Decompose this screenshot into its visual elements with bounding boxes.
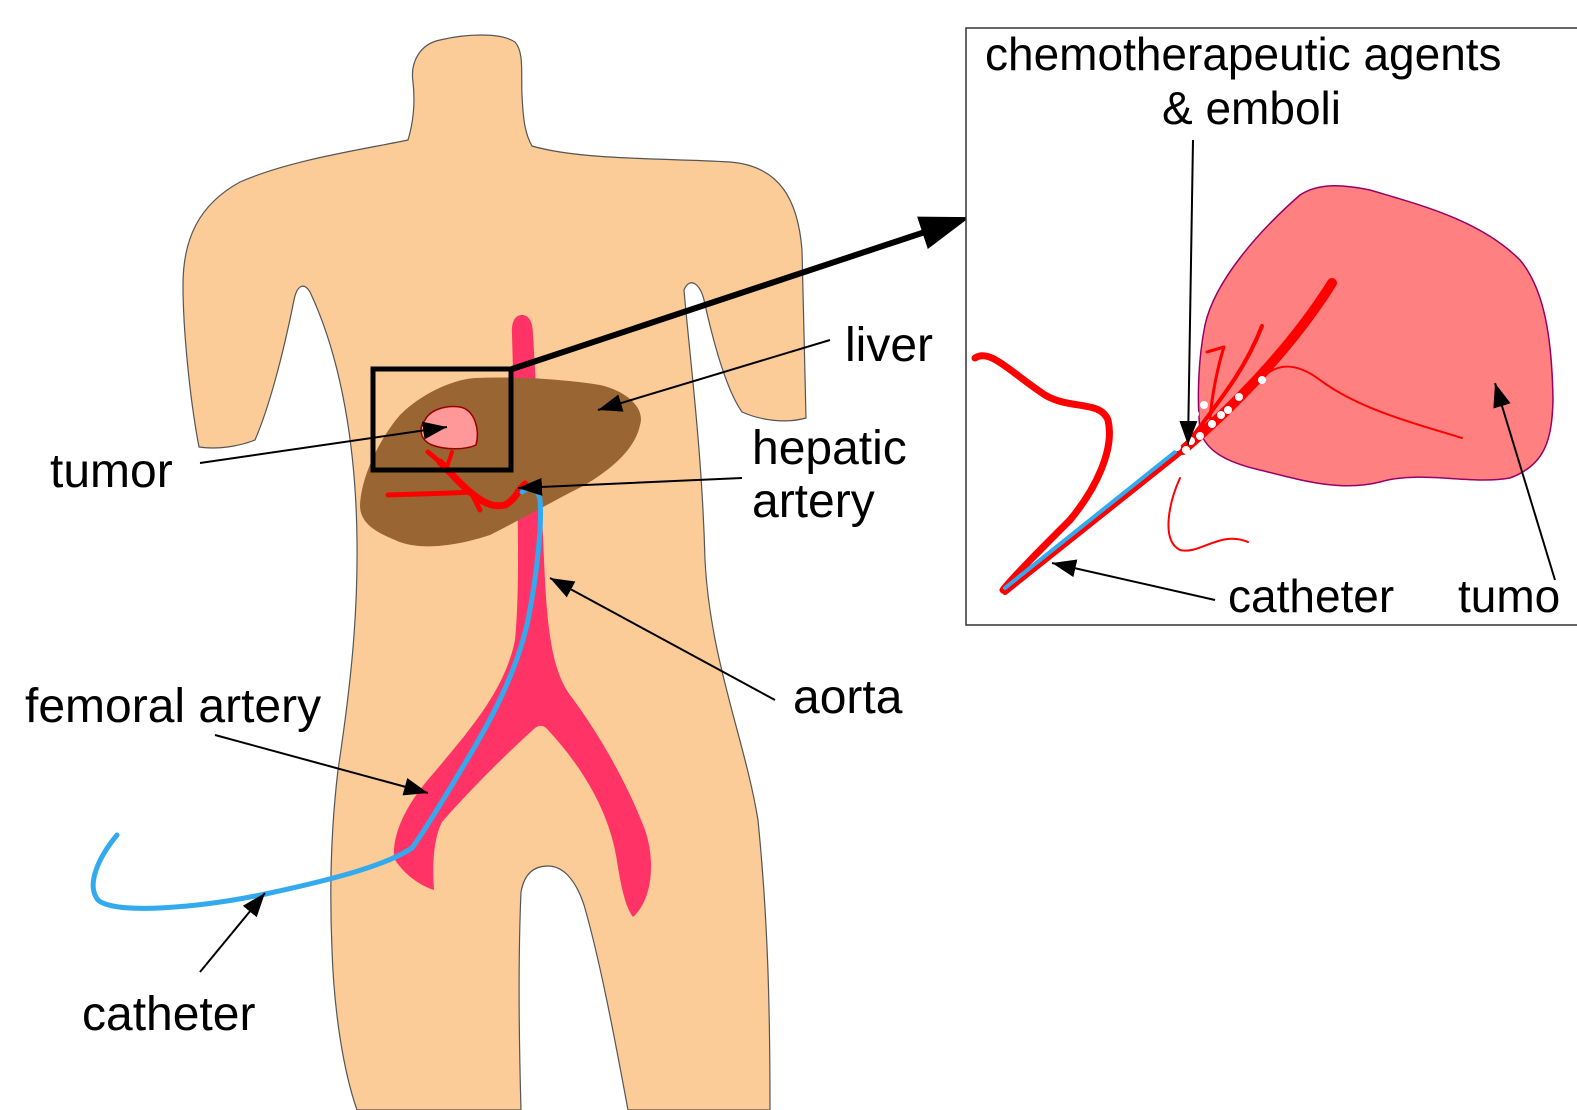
inset-agents-label-line2: & emboli: [1162, 82, 1341, 134]
embolus: [1217, 411, 1225, 419]
embolus: [1182, 446, 1190, 454]
embolus: [1200, 401, 1208, 409]
tumor-label: tumor: [50, 445, 173, 498]
embolus: [1208, 420, 1216, 428]
inset-catheter-label: catheter: [1228, 570, 1394, 622]
inset-panel: chemotherapeutic agents & emboli cathete…: [966, 28, 1577, 625]
embolus: [1258, 376, 1266, 384]
liver-label: liver: [845, 319, 933, 372]
embolus: [1224, 406, 1232, 414]
hepatic-artery-label-line1: hepatic: [752, 422, 907, 475]
embolus: [1235, 393, 1243, 401]
aorta-label: aorta: [793, 671, 903, 724]
inset-tumor-label: tumo: [1458, 570, 1560, 622]
body-silhouette: [183, 35, 806, 1110]
femoral-artery-label: femoral artery: [25, 680, 321, 733]
inset-agents-label-line1: chemotherapeutic agents: [985, 28, 1502, 80]
hepatic-artery-label-line2: artery: [752, 475, 875, 528]
embolus: [1173, 443, 1181, 451]
catheter-label: catheter: [82, 988, 255, 1041]
hepatic-artery-branch: [388, 492, 470, 495]
embolus: [1191, 410, 1199, 418]
embolus: [1196, 432, 1204, 440]
